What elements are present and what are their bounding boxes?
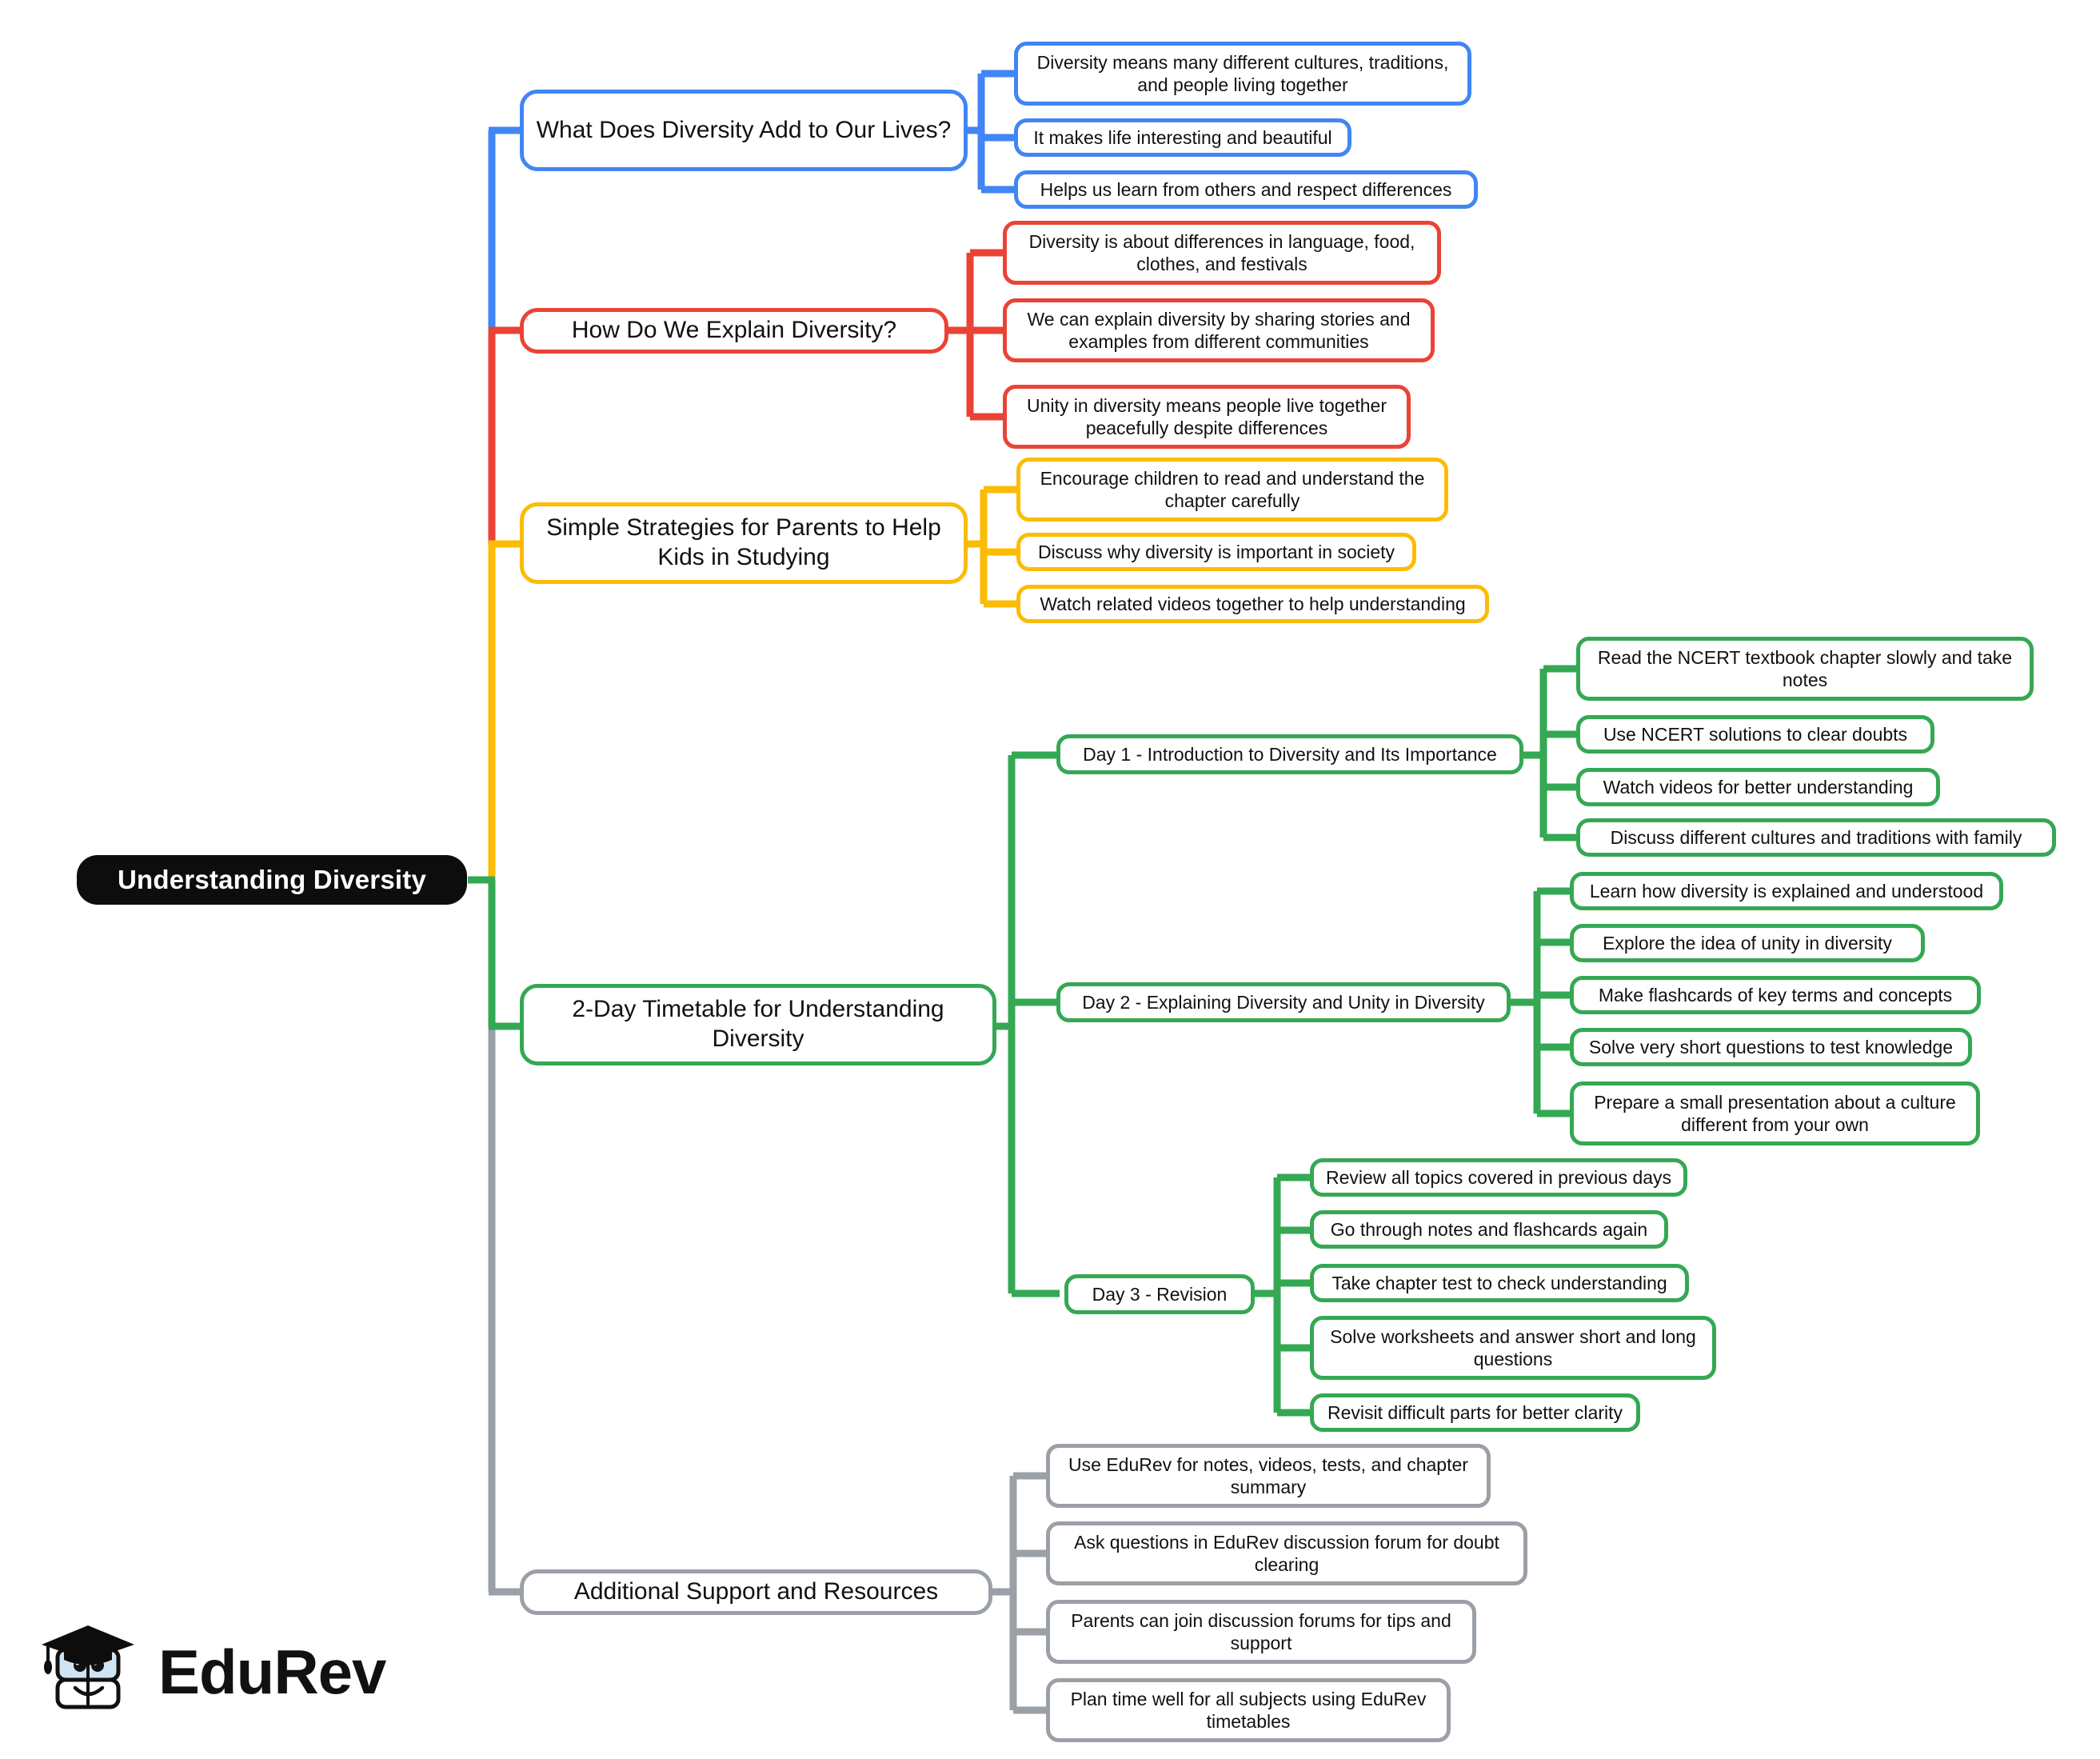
task-label: Solve worksheets and answer short and lo… xyxy=(1330,1325,1696,1369)
task-label: Take chapter test to check understanding xyxy=(1331,1272,1667,1293)
task-label: Explore the idea of unity in diversity xyxy=(1603,932,1892,953)
day-node-day-3[interactable]: Day 3 - Revision xyxy=(1064,1274,1255,1314)
topic-label: What Does Diversity Add to Our Lives? xyxy=(536,116,952,143)
topic-node-timetable[interactable]: 2-Day Timetable for Understanding Divers… xyxy=(520,984,996,1065)
leaf-label: Plan time well for all subjects using Ed… xyxy=(1070,1688,1427,1732)
leaf-label: Watch related videos together to help un… xyxy=(1040,593,1466,614)
leaf-node[interactable]: Diversity means many different cultures,… xyxy=(1014,42,1471,106)
leaf-label: Diversity is about differences in langua… xyxy=(1028,230,1415,274)
root-node[interactable]: Understanding Diversity xyxy=(77,855,467,905)
day-label: Day 3 - Revision xyxy=(1092,1283,1228,1305)
task-label: Watch videos for better understanding xyxy=(1603,776,1914,798)
leaf-node[interactable]: Discuss why diversity is important in so… xyxy=(1016,533,1416,571)
task-node[interactable]: Review all topics covered in previous da… xyxy=(1310,1158,1687,1197)
day-label: Day 2 - Explaining Diversity and Unity i… xyxy=(1082,991,1485,1013)
root-label: Understanding Diversity xyxy=(117,864,427,894)
leaf-label: It makes life interesting and beautiful xyxy=(1033,126,1332,148)
task-label: Use NCERT solutions to clear doubts xyxy=(1603,723,1908,745)
topic-node-parent-strategies[interactable]: Simple Strategies for Parents to Help Ki… xyxy=(520,502,968,584)
leaf-label: We can explain diversity by sharing stor… xyxy=(1027,308,1411,352)
task-label: Go through notes and flashcards again xyxy=(1330,1218,1648,1240)
task-node[interactable]: Solve very short questions to test knowl… xyxy=(1570,1028,1972,1066)
leaf-node[interactable]: Encourage children to read and understan… xyxy=(1016,458,1448,522)
topic-node-diversity-add[interactable]: What Does Diversity Add to Our Lives? xyxy=(520,90,968,171)
topic-label: Additional Support and Resources xyxy=(573,1578,939,1605)
task-node[interactable]: Prepare a small presentation about a cul… xyxy=(1570,1081,1980,1145)
leaf-label: Encourage children to read and understan… xyxy=(1040,467,1425,511)
topic-node-explain-diversity[interactable]: How Do We Explain Diversity? xyxy=(520,308,948,354)
leaf-label: Unity in diversity means people live tog… xyxy=(1026,394,1387,438)
leaf-label: Helps us learn from others and respect d… xyxy=(1040,178,1452,200)
task-node[interactable]: Go through notes and flashcards again xyxy=(1310,1210,1668,1249)
edurev-wordmark: EduRev xyxy=(158,1636,386,1707)
leaf-label: Diversity means many different cultures,… xyxy=(1036,51,1449,95)
leaf-label: Use EduRev for notes, videos, tests, and… xyxy=(1068,1453,1468,1497)
task-node[interactable]: Watch videos for better understanding xyxy=(1576,768,1940,806)
task-label: Discuss different cultures and tradition… xyxy=(1610,826,2022,848)
task-label: Make flashcards of key terms and concept… xyxy=(1598,984,1953,1005)
topic-node-additional-support[interactable]: Additional Support and Resources xyxy=(520,1569,992,1615)
day-node-day-2[interactable]: Day 2 - Explaining Diversity and Unity i… xyxy=(1056,982,1511,1022)
edurev-logo: EduRev xyxy=(40,1616,408,1728)
day-node-day-1[interactable]: Day 1 - Introduction to Diversity and It… xyxy=(1056,734,1523,774)
task-node[interactable]: Explore the idea of unity in diversity xyxy=(1570,924,1925,962)
leaf-node[interactable]: Parents can join discussion forums for t… xyxy=(1046,1600,1476,1664)
task-node[interactable]: Learn how diversity is explained and und… xyxy=(1570,872,2003,910)
leaf-node[interactable]: Use EduRev for notes, videos, tests, and… xyxy=(1046,1444,1491,1508)
leaf-label: Discuss why diversity is important in so… xyxy=(1037,541,1395,562)
task-node[interactable]: Use NCERT solutions to clear doubts xyxy=(1576,715,1934,754)
task-label: Review all topics covered in previous da… xyxy=(1325,1166,1672,1188)
day-label: Day 1 - Introduction to Diversity and It… xyxy=(1083,743,1497,765)
leaf-node[interactable]: Unity in diversity means people live tog… xyxy=(1003,385,1411,449)
leaf-label: Ask questions in EduRev discussion forum… xyxy=(1074,1531,1499,1575)
leaf-node[interactable]: It makes life interesting and beautiful xyxy=(1014,118,1351,157)
leaf-node[interactable]: Ask questions in EduRev discussion forum… xyxy=(1046,1521,1527,1585)
task-label: Solve very short questions to test knowl… xyxy=(1588,1036,1954,1057)
leaf-node[interactable]: Plan time well for all subjects using Ed… xyxy=(1046,1678,1451,1742)
task-node[interactable]: Discuss different cultures and tradition… xyxy=(1576,818,2056,857)
task-node[interactable]: Make flashcards of key terms and concept… xyxy=(1570,976,1981,1014)
leaf-node[interactable]: Watch related videos together to help un… xyxy=(1016,585,1489,623)
graduation-cap-book-mascot-icon xyxy=(42,1625,134,1709)
topic-label: How Do We Explain Diversity? xyxy=(571,317,897,344)
task-node[interactable]: Read the NCERT textbook chapter slowly a… xyxy=(1576,637,2034,701)
task-node[interactable]: Solve worksheets and answer short and lo… xyxy=(1310,1316,1716,1380)
leaf-node[interactable]: Helps us learn from others and respect d… xyxy=(1014,170,1478,209)
leaf-label: Parents can join discussion forums for t… xyxy=(1071,1609,1451,1653)
task-node[interactable]: Take chapter test to check understanding xyxy=(1310,1264,1689,1302)
leaf-node[interactable]: We can explain diversity by sharing stor… xyxy=(1003,298,1435,362)
topic-label: Simple Strategies for Parents to Help Ki… xyxy=(546,514,941,570)
task-node[interactable]: Revisit difficult parts for better clari… xyxy=(1310,1393,1640,1432)
topic-label: 2-Day Timetable for Understanding Divers… xyxy=(572,996,944,1052)
task-label: Learn how diversity is explained and und… xyxy=(1589,880,1984,901)
task-label: Revisit difficult parts for better clari… xyxy=(1327,1401,1623,1423)
task-label: Prepare a small presentation about a cul… xyxy=(1594,1091,1956,1135)
task-label: Read the NCERT textbook chapter slowly a… xyxy=(1597,646,2013,690)
leaf-node[interactable]: Diversity is about differences in langua… xyxy=(1003,221,1441,285)
